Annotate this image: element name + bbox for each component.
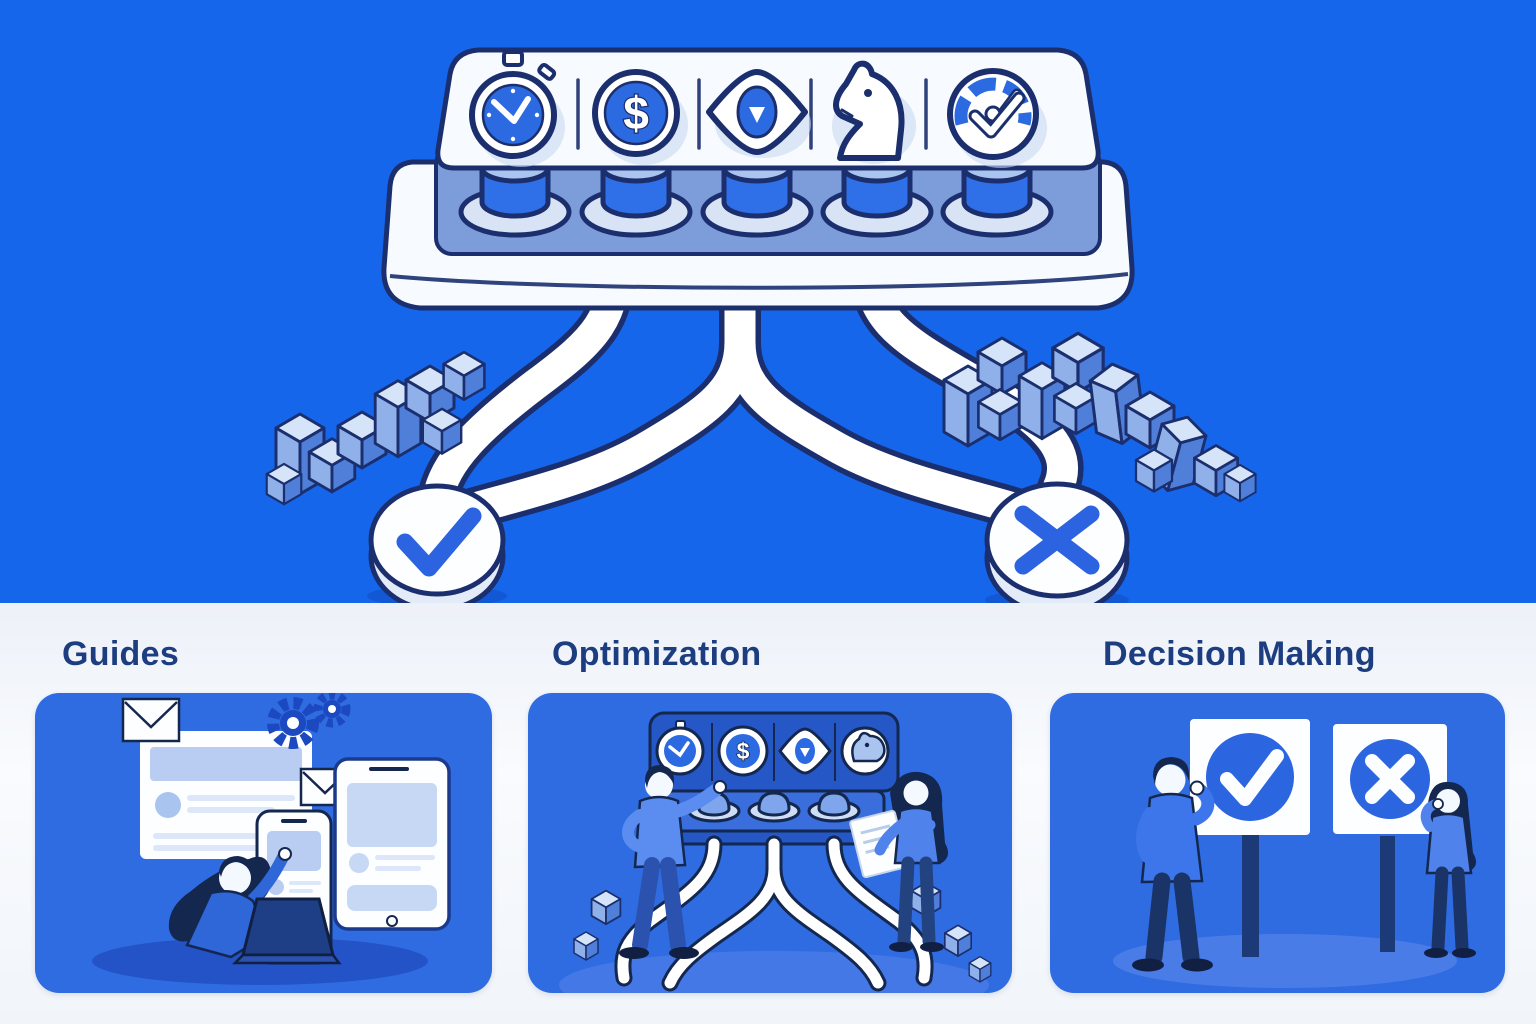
decision-making-card[interactable] [1050,693,1505,993]
reject-coin [984,481,1130,603]
approve-coin [367,483,507,603]
gauge-check-icon [947,68,1047,168]
mini-eye-icon [778,727,832,775]
check-sign [1190,719,1310,957]
woman-illustration [1420,781,1477,958]
hero-illustration: $ [0,0,1536,603]
stopwatch-icon [469,50,565,167]
laptop [231,897,342,965]
decision-making-illustration [1113,719,1477,988]
dollar-coin-icon: $ [592,69,688,165]
panel-dividers [576,78,928,150]
chess-knight-icon [832,60,916,164]
feature-optimization: Optimization [528,603,1012,1024]
check-icon [1220,749,1284,806]
feature-guides: Guides [35,603,492,1024]
mini-stopwatch-icon [655,720,705,776]
cubes-right [942,331,1257,503]
feature-title-decision-making: Decision Making [1103,635,1376,673]
woman-illustration [849,771,949,952]
feature-title-optimization: Optimization [552,635,762,673]
x-icon [1014,505,1100,575]
mini-buttons [687,791,861,823]
features-section: Guides [0,603,1536,1024]
guides-illustration [92,693,451,985]
x-sign [1333,724,1447,952]
optimization-card[interactable]: $ [528,693,1012,993]
decision-machine-illustration: $ [265,47,1257,603]
icon-panel: $ [435,47,1101,171]
tablet [333,757,451,931]
x-icon [1365,754,1415,804]
dollar-glyph: $ [623,87,649,139]
mini-pet-icon [840,726,890,776]
check-icon [396,507,482,577]
optimization-illustration: $ [559,711,992,993]
guides-card[interactable] [35,693,492,993]
eye-icon [706,69,811,158]
floor-shadow [1113,934,1457,988]
envelope-icon [121,697,181,743]
svg-text:$: $ [737,738,750,764]
man-illustration [1132,757,1215,972]
feature-decision-making: Decision Making [1050,603,1505,1024]
man-illustration [619,765,727,959]
mini-control-panel: $ [648,711,900,793]
gear-icon [267,693,351,749]
feature-title-guides: Guides [62,635,180,673]
mini-dollar-icon: $ [717,725,769,777]
